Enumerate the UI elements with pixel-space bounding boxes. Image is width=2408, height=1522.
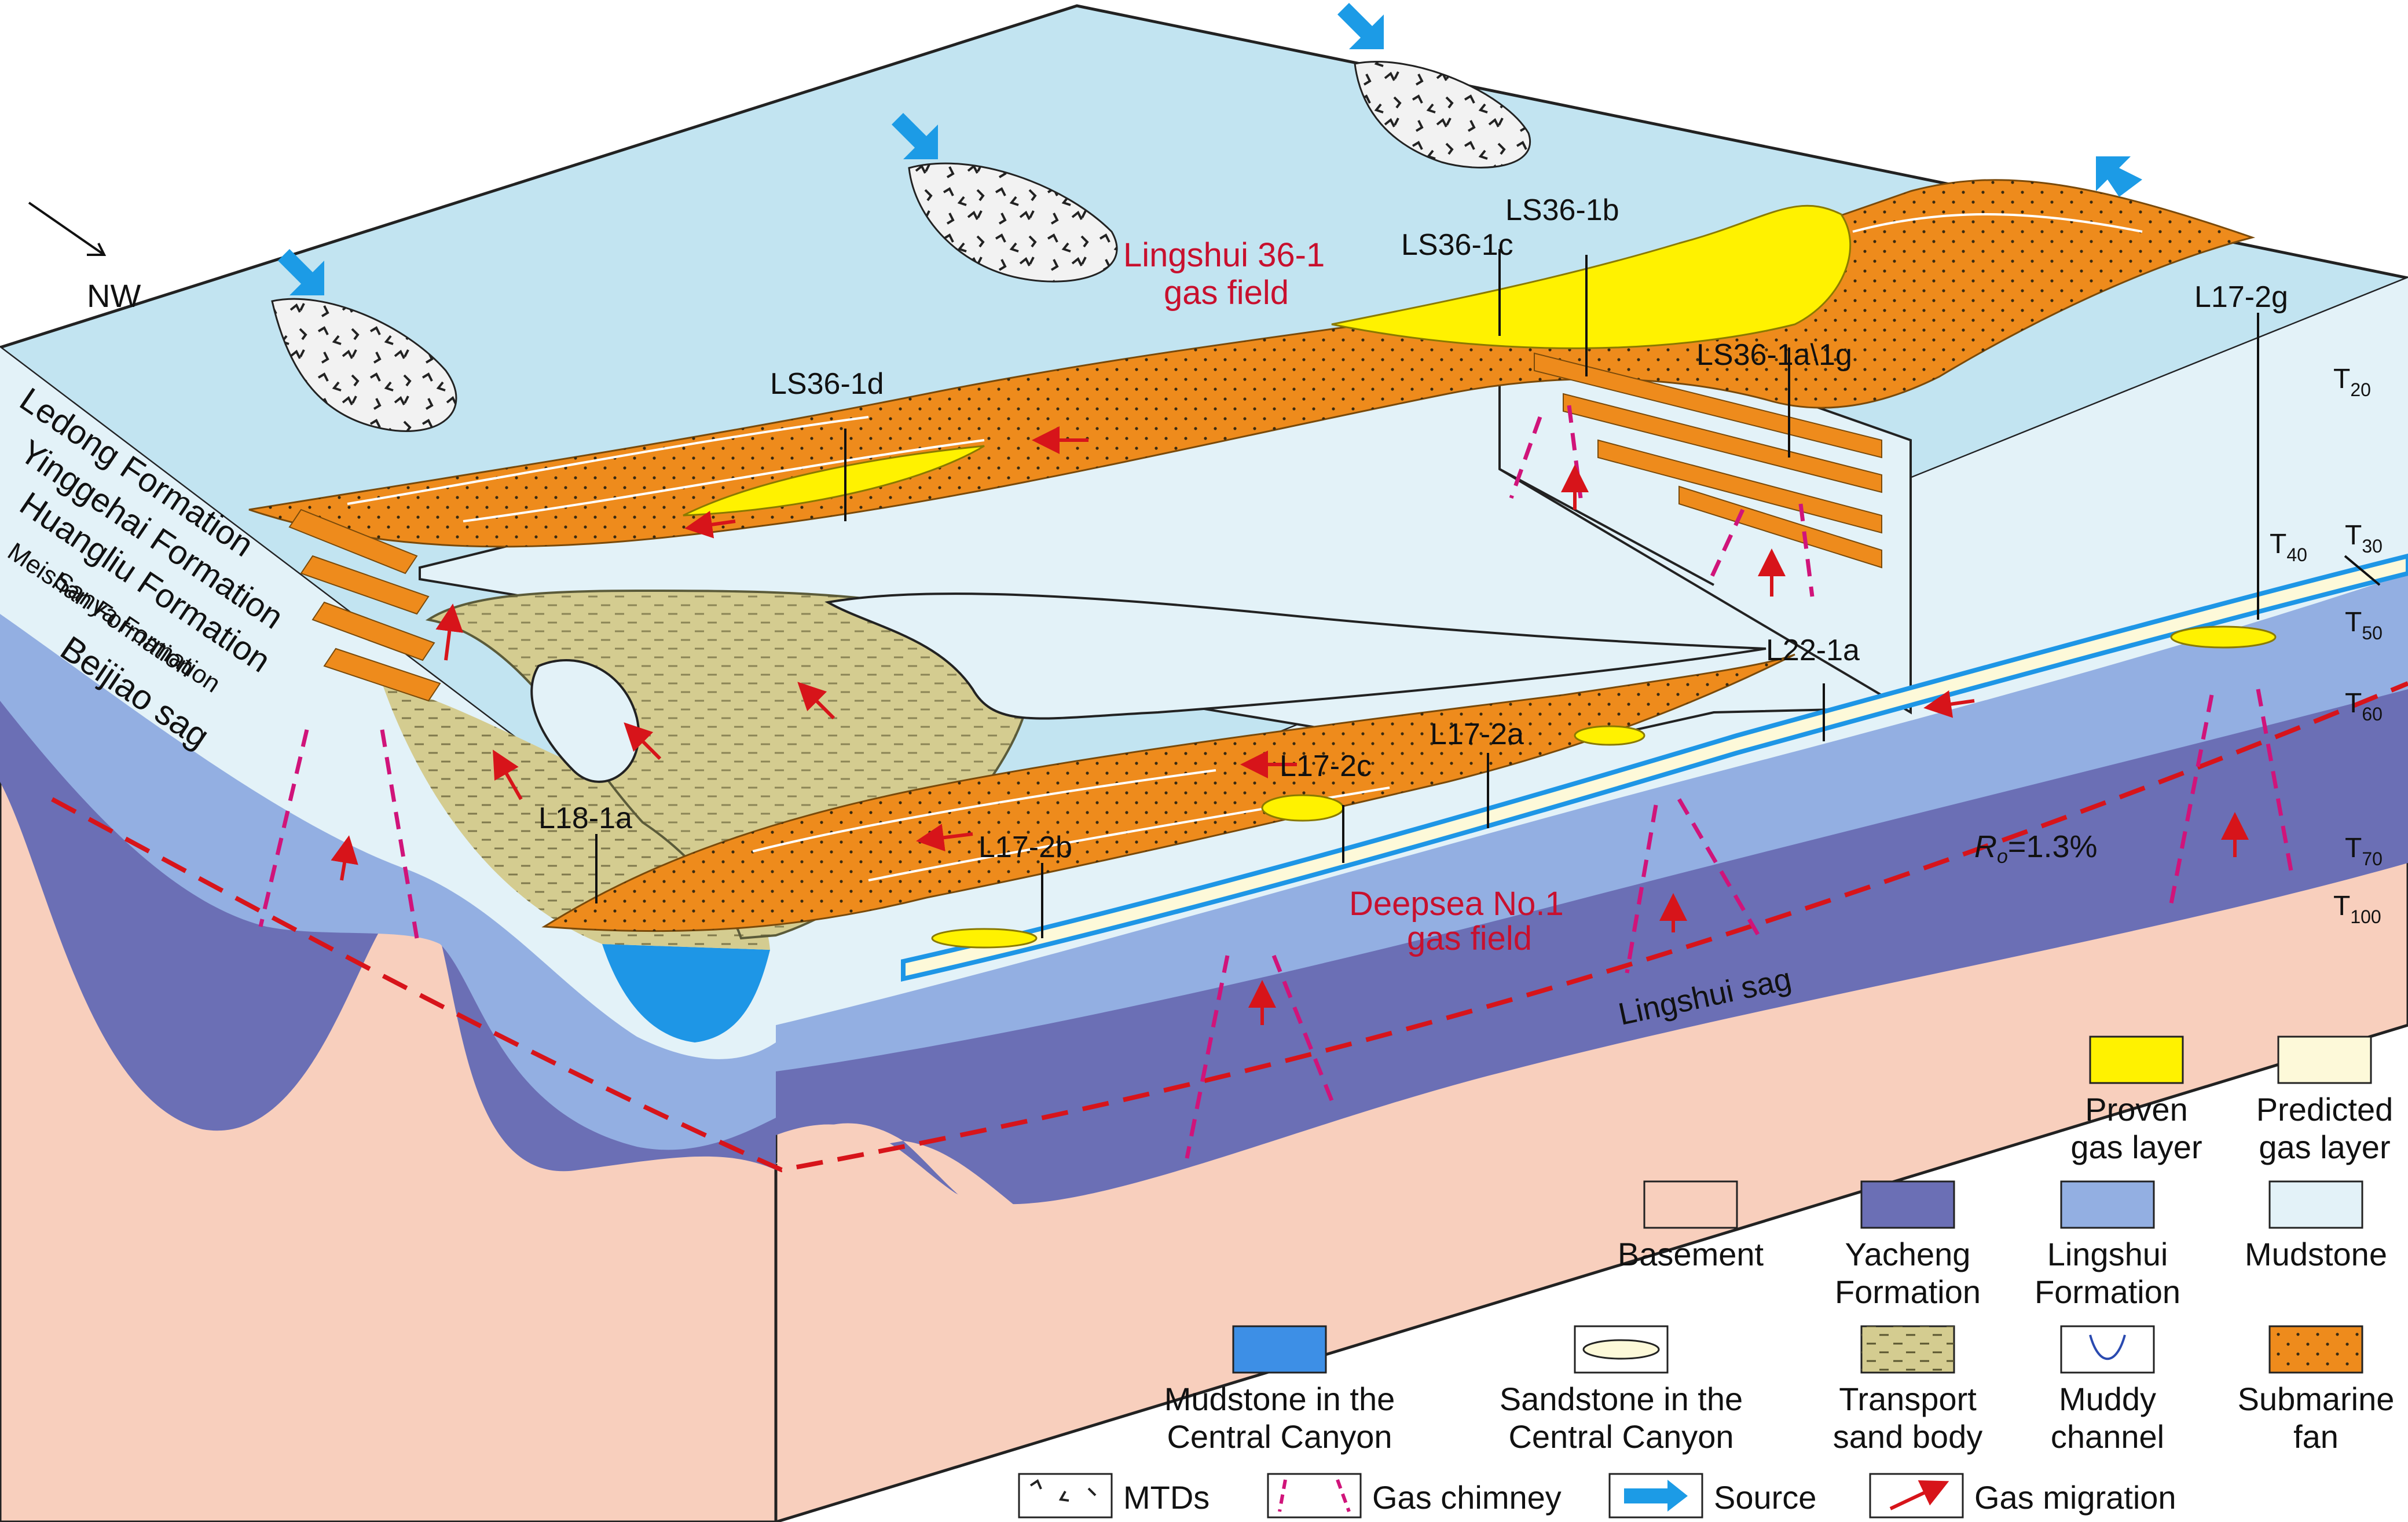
well-l17-2g: L17-2g [2194, 280, 2288, 314]
legend-lingshui-line2: Formation [2035, 1274, 2180, 1310]
central-canyon-mudstone [602, 944, 770, 1042]
proven-gas-lingshui [1331, 204, 1852, 349]
surface-t20: T20 [2333, 364, 2371, 400]
legend-basement-swatch [1643, 1180, 1738, 1229]
legend-proven-line1: Proven [2085, 1091, 2187, 1128]
well-ls36-1b: LS36-1b [1505, 193, 1619, 227]
legend-lingshui-swatch [2060, 1180, 2155, 1229]
t40-pointer [2344, 555, 2381, 586]
legend-transport-hatch [1861, 1326, 1954, 1373]
surface-t100: T100 [2333, 891, 2381, 927]
legend: Proven gas layer Predicted gas layer Bas… [1018, 1036, 2395, 1519]
legend-mud-canyon-line1: Mudstone in the [1164, 1381, 1395, 1417]
legend-proven-line2: gas layer [2070, 1129, 2202, 1165]
gas-migration-arrows [331, 426, 2249, 1025]
nw-label: NW [87, 277, 141, 314]
lingshui-field-line1: Lingshui 36-1 [1123, 236, 1325, 274]
gas-layer-band-right [901, 553, 2408, 982]
well-l17-2b: L17-2b [978, 830, 1072, 864]
fan-stripes-left [288, 508, 441, 702]
legend-transport-line2: sand body [1833, 1418, 1982, 1455]
gas-chimneys [258, 405, 2295, 1159]
legend-predicted-line2: gas layer [2259, 1129, 2390, 1165]
legend-predicted-line1: Predicted [2256, 1091, 2394, 1128]
surface-t30: T30 [2345, 520, 2383, 557]
legend-muddy-channel-line2: channel [2051, 1418, 2164, 1455]
surface-t40: T40 [2270, 529, 2307, 565]
legend-mtds-swatch [1018, 1473, 1113, 1519]
deepsea-field-line1: Deepsea No.1 [1349, 885, 1564, 923]
legend-chimney-line-b [1336, 1479, 1351, 1513]
legend-fan-line2: fan [2293, 1418, 2339, 1455]
mtd-deposits [271, 61, 1531, 432]
proven-gas-ls36-1d [683, 445, 985, 517]
legend-yacheng-swatch [1860, 1180, 1955, 1229]
mudstone-pocket-2 [530, 659, 640, 783]
legend-basement-line1: Basement [1618, 1236, 1764, 1272]
source-arrows [278, 3, 2142, 295]
legend-fan-line1: Submarine [2238, 1381, 2395, 1417]
basement-high-right [776, 1123, 1042, 1228]
well-ls36-1a-1g: LS36-1a\1g [1696, 338, 1852, 372]
well-ls36-1c: LS36-1c [1401, 228, 1513, 262]
well-l17-2a: L17-2a [1430, 718, 1524, 751]
legend-migration-arrow [1889, 1480, 1949, 1510]
legend-chimney-label: Gas chimney [1372, 1479, 1562, 1516]
legend-mtds-label: MTDs [1123, 1479, 1210, 1516]
legend-muddy-channel-curve [2089, 1334, 2126, 1360]
legend-transport-line1: Transport [1839, 1381, 1977, 1417]
legend-lingshui-line1: Lingshui [2047, 1236, 2168, 1272]
legend-mudstone-swatch [2268, 1180, 2363, 1229]
legend-mtds-marks [1029, 1479, 1097, 1502]
legend-source-label: Source [1714, 1479, 1816, 1516]
legend-sand-canyon-line1: Sandstone in the [1500, 1381, 1743, 1417]
legend-migration-label: Gas migration [1974, 1479, 2176, 1516]
legend-yacheng-line2: Formation [1835, 1274, 1981, 1310]
legend-fan-dots [2270, 1326, 2362, 1373]
fan-stripes-inner [1534, 352, 1882, 569]
fan-front-lower-dots [544, 654, 1795, 931]
ro-label: Ro=1.3% [1974, 829, 2098, 868]
legend-muddy-channel-swatch [2060, 1325, 2155, 1374]
inner-fold-line [1499, 468, 1714, 586]
legend-sand-canyon-line2: Central Canyon [1508, 1418, 1733, 1455]
legend-mud-canyon-line2: Central Canyon [1167, 1418, 1392, 1455]
legend-sand-canyon-lens [1582, 1339, 1660, 1360]
mudstone-pocket [824, 592, 1766, 720]
well-l18-1a: L18-1a [538, 802, 632, 835]
legend-mudstone-line1: Mudstone [2245, 1236, 2387, 1272]
surface-t60: T60 [2345, 688, 2383, 725]
surface-t50: T50 [2345, 607, 2383, 643]
legend-proven-swatch [2089, 1036, 2184, 1084]
legend-predicted-swatch [2277, 1036, 2372, 1084]
legend-mud-canyon-swatch [1232, 1325, 1327, 1374]
ro-line [51, 681, 2408, 1173]
surface-t70: T70 [2345, 833, 2383, 869]
well-ls36-1d: LS36-1d [770, 367, 884, 401]
legend-muddy-channel-line1: Muddy [2059, 1381, 2156, 1417]
nw-direction-arrow [28, 202, 107, 256]
legend-source-arrow [1624, 1480, 1688, 1512]
legend-chimney-line-a [1278, 1479, 1287, 1512]
well-l17-2c: L17-2c [1280, 749, 1372, 783]
legend-yacheng-line1: Yacheng [1845, 1236, 1971, 1272]
proven-gas-lenses [931, 625, 2277, 949]
well-l22-1a: L22-1a [1766, 634, 1860, 667]
well-lines [595, 249, 2259, 938]
deepsea-field-line2: gas field [1407, 920, 1532, 957]
lingshui-field-line2: gas field [1164, 274, 1289, 312]
